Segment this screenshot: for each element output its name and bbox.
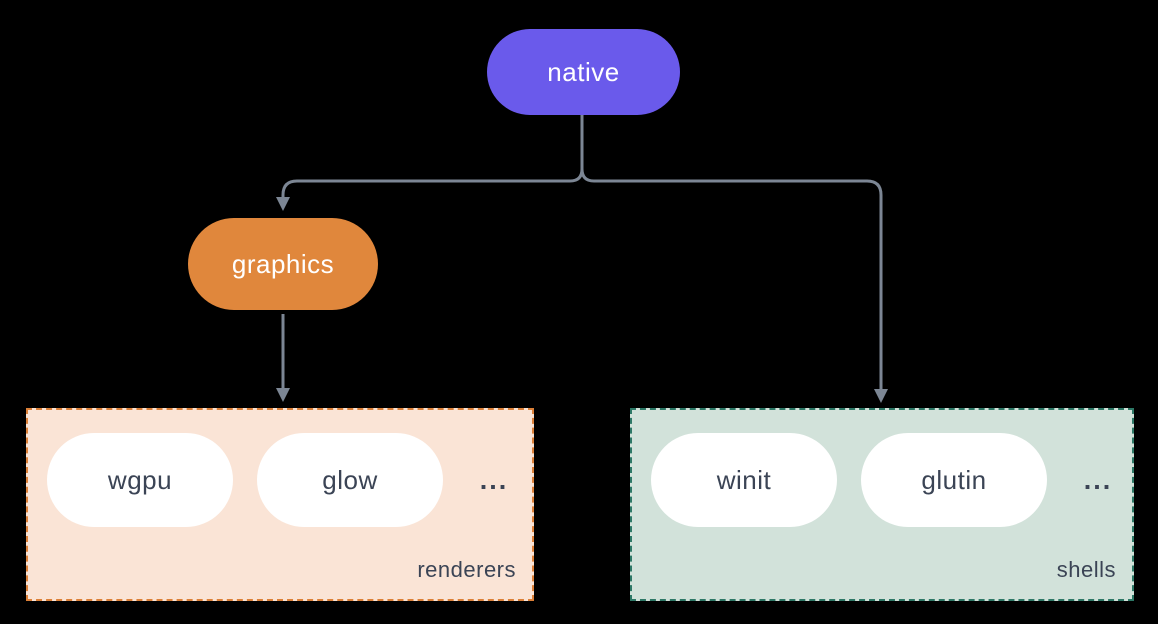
group-renderers: wgpu glow ... renderers	[26, 408, 534, 601]
chip-glow: glow	[257, 433, 443, 527]
node-graphics: graphics	[188, 218, 378, 310]
renderers-ellipsis: ...	[479, 464, 509, 495]
chip-glutin: glutin	[861, 433, 1047, 527]
node-native-label: native	[547, 56, 620, 87]
arrowhead-into-renderers-icon	[276, 388, 290, 402]
edge-native-to-shells	[580, 168, 883, 389]
chip-wgpu: wgpu	[47, 433, 233, 527]
node-graphics-label: graphics	[231, 248, 335, 279]
chip-winit-label: winit	[716, 464, 772, 495]
node-native: native	[487, 29, 680, 115]
arrowhead-into-graphics-icon	[276, 197, 290, 211]
shells-ellipsis: ...	[1083, 464, 1113, 495]
group-shells-label: shells	[1056, 557, 1116, 582]
group-shells: winit glutin ... shells	[630, 408, 1134, 601]
chip-glutin-label: glutin	[921, 464, 987, 495]
arrowhead-into-shells-icon	[874, 389, 888, 403]
chip-winit: winit	[651, 433, 837, 527]
chip-glow-label: glow	[322, 464, 378, 495]
edge-native-to-graphics	[281, 168, 584, 198]
group-renderers-label: renderers	[417, 557, 516, 582]
chip-wgpu-label: wgpu	[107, 464, 173, 495]
